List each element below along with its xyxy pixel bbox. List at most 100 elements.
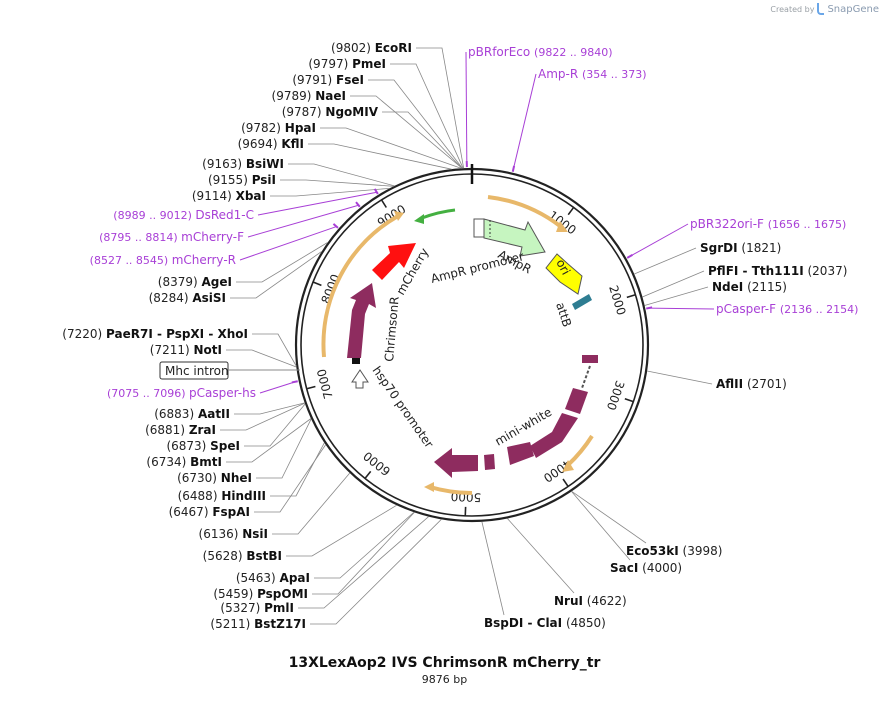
- tick-label: 6000: [361, 449, 394, 479]
- tick-label: 2000: [606, 284, 628, 317]
- enzyme-name: AsiSI: [192, 291, 226, 305]
- enzyme-site-pflfi-tth111i: PflFI - Tth111I (2037): [708, 264, 847, 278]
- green-feature-arc: [421, 208, 456, 220]
- enzyme-label: (6883) AatII: [154, 407, 230, 421]
- primer-range: (8989 .. 9012): [113, 209, 195, 222]
- primer-site-mark: [373, 188, 379, 195]
- chrimsonr-arrow: [347, 283, 376, 358]
- enzyme-site-nhei: (6730) NheI: [177, 471, 252, 485]
- primer-label: (8795 .. 8814) mCherry-F: [99, 230, 244, 244]
- enzyme-name: NaeI: [315, 89, 346, 103]
- enzyme-position: (6881): [145, 423, 189, 437]
- enzyme-position: (5459): [213, 587, 257, 601]
- enzyme-site-aatii: (6883) AatII: [154, 407, 230, 421]
- enzyme-leader: [256, 418, 312, 479]
- primer-site-mark: [626, 254, 633, 259]
- enzyme-name: PsiI: [252, 173, 276, 187]
- tick-mark: [312, 281, 322, 287]
- primer-range: (8527 .. 8545): [90, 254, 172, 267]
- primer-range: (9822 .. 9840): [534, 46, 613, 59]
- enzyme-leader: [286, 504, 397, 557]
- enzyme-name: ApaI: [280, 571, 310, 585]
- enzyme-name: ZraI: [189, 423, 216, 437]
- enzyme-leader: [230, 250, 323, 299]
- enzyme-leader: [234, 402, 305, 415]
- primer-label: (7075 .. 7096) pCasper-hs: [107, 386, 256, 400]
- primer-name: mCherry-F: [181, 230, 244, 244]
- enzyme-leader: [634, 247, 697, 275]
- enzyme-label: (5463) ApaI: [236, 571, 310, 585]
- enzyme-leader: [298, 516, 429, 609]
- enzyme-label: (9791) FseI: [292, 73, 364, 87]
- primer-name: pCasper-F: [716, 302, 780, 316]
- primer-leader: [259, 381, 296, 394]
- enzyme-position: (9163): [202, 157, 246, 171]
- attb-shape: [572, 294, 592, 310]
- enzyme-site-paer7i-pspxi-xhoi: (7220) PaeR7I - PspXI - XhoI: [62, 327, 248, 341]
- primer-site-mark: [332, 223, 339, 229]
- label-layer: (9802) EcoRI(9797) PmeI(9791) FseI(9789)…: [62, 41, 858, 631]
- credit-brand: SnapGene: [827, 3, 879, 15]
- primer-range: (354 .. 373): [582, 68, 647, 81]
- enzyme-label: (5327) PmlI: [220, 601, 294, 615]
- snapgene-logo-icon: [817, 3, 825, 15]
- primer-name: pBRforEco: [468, 45, 534, 59]
- enzyme-name: BsiWI: [246, 157, 284, 171]
- mini-white-gene: [434, 355, 598, 478]
- orf-arc-white: [566, 434, 594, 467]
- primer-leader: [239, 226, 337, 261]
- enzyme-site-fspai: (6467) FspAI: [169, 505, 250, 519]
- enzyme-site-hpai: (9782) HpaI: [241, 121, 316, 135]
- enzyme-position: (9789): [272, 89, 316, 103]
- enzyme-site-hindiii: (6488) HindIII: [178, 489, 266, 503]
- mini-white-intron: [581, 365, 591, 389]
- enzyme-site-spei: (6873) SpeI: [166, 439, 240, 453]
- enzyme-label: (9694) KflI: [238, 137, 304, 151]
- mini-white-segment: [484, 454, 495, 470]
- tick-mark: [306, 385, 316, 390]
- enzyme-name: BmtI: [190, 455, 222, 469]
- enzyme-site-pmli: (5327) PmlI: [220, 601, 294, 615]
- plasmid-name: 13XLexAop2 IVS ChrimsonR mCherry_tr: [288, 655, 601, 671]
- enzyme-label: Eco53kI (3998): [626, 544, 722, 558]
- orf-arrowheads: [394, 211, 574, 492]
- enzyme-label: PflFI - Tth111I (2037): [708, 264, 847, 278]
- plasmid-size: 9876 bp: [421, 673, 468, 686]
- enzyme-leader: [382, 111, 463, 169]
- primer-leader: [465, 51, 468, 166]
- primer-leader: [648, 307, 715, 310]
- primer-label: pBR322ori-F (1656 .. 1675): [690, 217, 846, 231]
- feature-labels: AmpR AmpR promoter ori attB mini-white h…: [370, 246, 575, 451]
- enzyme-label: (5459) PspOMI: [213, 587, 308, 601]
- enzyme-site-sgrdi: SgrDI (1821): [700, 241, 781, 255]
- enzyme-name: SgrDI: [700, 241, 738, 255]
- enzyme-label: NruI (4622): [554, 594, 627, 608]
- mini-white-segment: [530, 413, 578, 458]
- mhc-intron-label: Mhc intron: [165, 364, 229, 378]
- tick-label: 7000: [314, 367, 335, 400]
- enzyme-leader: [571, 490, 647, 544]
- enzyme-position: (2115): [743, 280, 787, 294]
- enzyme-leader: [280, 179, 394, 187]
- enzyme-site-agei: (8379) AgeI: [158, 275, 232, 289]
- enzyme-label: BspDI - ClaI (4850): [484, 616, 606, 630]
- orf-arc-ampr: [487, 195, 562, 228]
- enzyme-position: (9155): [208, 173, 252, 187]
- enzyme-leader: [310, 519, 442, 625]
- enzyme-name: AflII: [716, 377, 743, 391]
- enzyme-leader: [390, 63, 464, 169]
- tick-mark: [626, 293, 636, 299]
- enzyme-name: PflFI - Tth111I: [708, 264, 804, 278]
- enzyme-position: (6136): [199, 527, 243, 541]
- enzyme-position: (3998): [679, 544, 723, 558]
- enzyme-position: (8284): [149, 291, 193, 305]
- enzyme-label: (9114) XbaI: [192, 189, 266, 203]
- primer-pbrforeco: pBRforEco (9822 .. 9840): [468, 45, 613, 59]
- enzyme-label: (6734) BmtI: [146, 455, 222, 469]
- primer-range: (7075 .. 7096): [107, 387, 189, 400]
- enzyme-name: SpeI: [210, 439, 240, 453]
- enzyme-leader: [226, 349, 297, 368]
- enzyme-name: BstZ17I: [254, 617, 306, 631]
